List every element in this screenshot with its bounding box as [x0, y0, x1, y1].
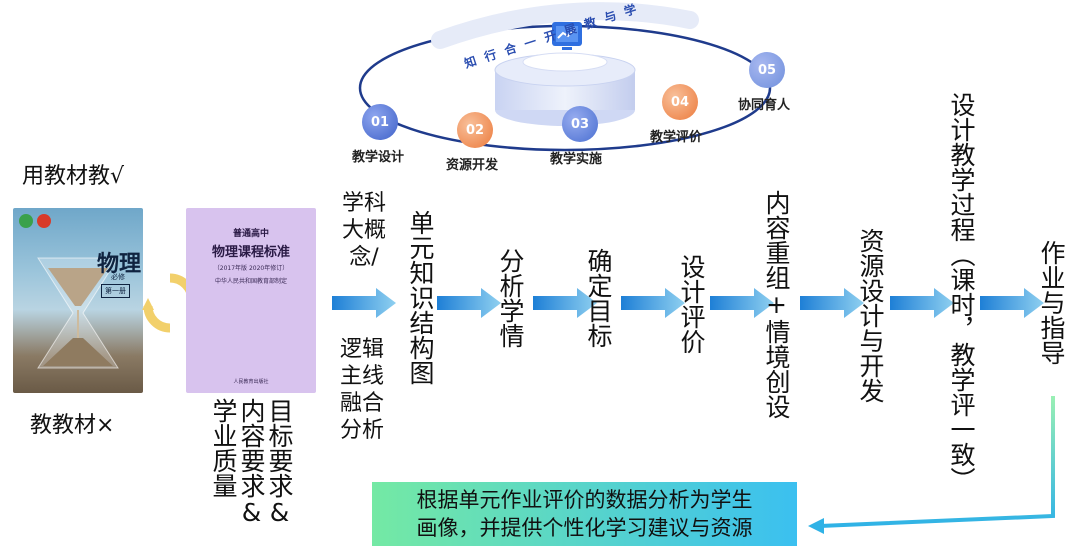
- curriculum-standard-cover: 普通高中 物理课程标准 （2017年版 2020年修订） 中华人民共和国教育部制…: [186, 208, 316, 393]
- node-04-circle: 04: [662, 84, 698, 120]
- node-03-label: 教学实施: [550, 152, 603, 167]
- standard-line3: （2017年版 2020年修订）: [213, 265, 289, 272]
- node-01-circle: 01: [362, 104, 398, 140]
- physics-book-title: 物理: [97, 251, 142, 277]
- step-teaching-process: 设计教学过程（课时，教学评一致）: [947, 92, 976, 492]
- hourglass-icon: [37, 257, 119, 369]
- step-resources: 资源设计与开发: [856, 228, 885, 403]
- teach-textbook-label: 教教材×: [30, 413, 115, 438]
- flow-arrow-8: [980, 288, 1044, 318]
- flow-arrow-5: [710, 288, 774, 318]
- big-concept-text: 学科大概念/: [341, 191, 386, 270]
- standard-publisher: 人民教育出版社: [233, 379, 269, 385]
- node-05-label: 协同育人: [738, 98, 791, 113]
- flow-arrow-6: [800, 288, 864, 318]
- flow-arrow-4: [621, 288, 685, 318]
- feedback-loop-arrow: [808, 396, 1055, 534]
- physics-book-volume: 第一册: [101, 284, 130, 298]
- node-05-circle: 05: [749, 52, 785, 88]
- use-textbook-label: 用教材教√: [22, 164, 125, 189]
- step-objectives: 确定目标: [584, 248, 613, 348]
- standard-line4: 中华人民共和国教育部制定: [214, 278, 287, 285]
- standard-caption-col3: 学业质量: [209, 398, 238, 498]
- physics-textbook-cover: 物理 必修 第一册: [13, 208, 143, 393]
- physics-book-subtitle: 必修: [111, 273, 125, 281]
- flow-arrow-3: [533, 288, 597, 318]
- node-04-label: 教学评价: [650, 130, 703, 145]
- feedback-box: 根据单元作业评价的数据分析为学生 画像，并提供个性化学习建议与资源: [372, 482, 797, 546]
- node-02-circle: 02: [457, 112, 493, 148]
- node-03-circle: 03: [562, 106, 598, 142]
- standard-title: 物理课程标准: [211, 245, 290, 260]
- step-unit-structure: 单元知识结构图: [406, 210, 435, 385]
- series-logo-icon: [37, 214, 51, 228]
- standard-caption-col2: 内容要求&: [237, 398, 266, 527]
- standard-caption-col1: 目标要求&: [265, 398, 294, 527]
- feedback-text-line2: 画像，并提供个性化学习建议与资源: [416, 516, 753, 540]
- ring-diagram: [358, 2, 772, 152]
- logic-line-text: 逻辑主线融合分析: [339, 337, 384, 443]
- step-homework: 作业与指导: [1037, 240, 1066, 365]
- standard-line1: 普通高中: [232, 229, 269, 239]
- monitor-chart-icon: [552, 22, 582, 50]
- node-01-label: 教学设计: [352, 150, 405, 165]
- flow-arrow-7: [890, 288, 954, 318]
- flow-arrow-2: [437, 288, 501, 318]
- step-analyze: 分析学情: [496, 248, 525, 348]
- feedback-text-line1: 根据单元作业评价的数据分析为学生: [416, 488, 753, 512]
- step-design-eval: 设计评价: [677, 254, 706, 354]
- ring-title: 知行合一开展教与学: [462, 0, 647, 71]
- node-02-label: 资源开发: [446, 158, 499, 173]
- flow-arrow-1: [332, 288, 396, 318]
- step-content-context: 内容重组+情境创设: [762, 190, 791, 419]
- publisher-logo-icon: [19, 214, 33, 228]
